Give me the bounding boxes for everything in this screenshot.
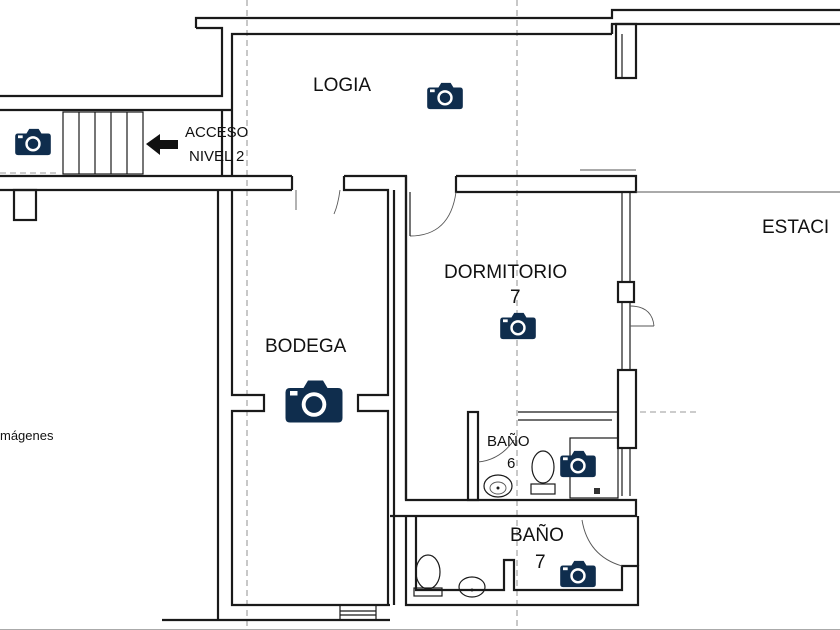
room-label-bodega: BODEGA bbox=[265, 336, 347, 357]
bano-7-walls bbox=[404, 516, 640, 607]
room-number-dormitorio: 7 bbox=[510, 287, 521, 308]
room-number-bano-7: 7 bbox=[535, 552, 546, 573]
stairs bbox=[62, 111, 144, 175]
camera-icon[interactable] bbox=[15, 128, 51, 156]
room-number-bano-6: 6 bbox=[507, 455, 515, 472]
sink-icon bbox=[483, 474, 513, 498]
access-label-line1: ACCESO bbox=[185, 124, 248, 141]
bano-6-walls bbox=[466, 410, 619, 502]
room-label-bano-7: BAÑO bbox=[510, 524, 564, 546]
arrow-left-icon bbox=[146, 134, 178, 155]
camera-icon[interactable] bbox=[500, 312, 536, 340]
room-label-estacion: ESTACI bbox=[762, 217, 829, 238]
toilet-icon bbox=[530, 450, 556, 495]
camera-icon[interactable] bbox=[427, 82, 463, 110]
camera-icon[interactable] bbox=[560, 450, 596, 478]
bodega-walls bbox=[162, 174, 408, 622]
north-wall bbox=[194, 8, 840, 115]
toilet-icon bbox=[413, 554, 443, 597]
dormitorio-walls bbox=[390, 169, 655, 518]
sink-icon bbox=[458, 576, 486, 598]
room-label-dormitorio: DORMITORIO bbox=[444, 262, 567, 283]
room-label-bano-6: BAÑO bbox=[487, 433, 530, 450]
access-label-line2: NIVEL 2 bbox=[189, 148, 244, 165]
access-corridor bbox=[0, 34, 294, 222]
camera-icon[interactable] bbox=[560, 560, 596, 588]
side-note: mágenes bbox=[0, 428, 54, 443]
room-label-logia: LOGIA bbox=[313, 75, 371, 96]
camera-icon[interactable] bbox=[285, 380, 343, 423]
